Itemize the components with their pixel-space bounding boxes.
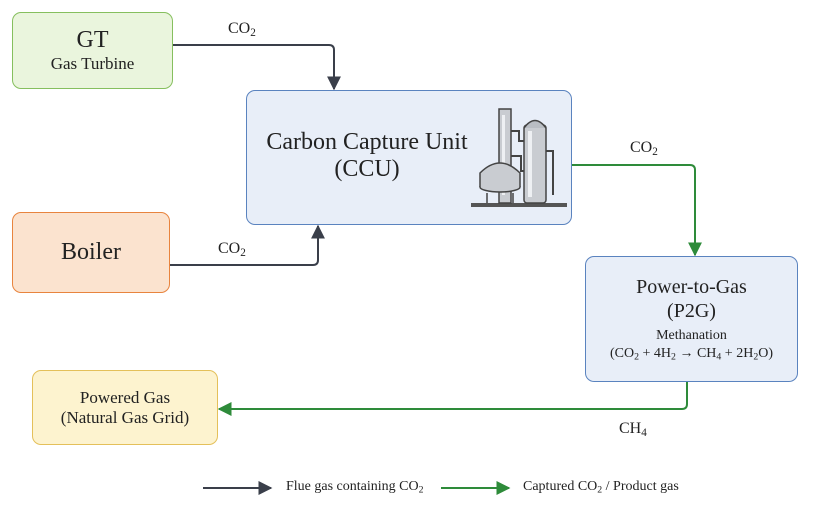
- powered-gas-subtitle: (Natural Gas Grid): [60, 407, 190, 427]
- edge-label-gt-ccu: CO2: [228, 20, 256, 39]
- gas-turbine-node: GT Gas Turbine: [12, 12, 173, 89]
- legend-captured-label: Captured CO2 / Product gas: [523, 479, 679, 496]
- p2g-process: Methanation: [656, 328, 727, 343]
- ccu-node: Carbon Capture Unit (CCU): [246, 90, 572, 225]
- edge-label-boiler-ccu: CO2: [218, 240, 246, 259]
- arrow-boiler-to-ccu: [170, 224, 325, 266]
- arrow-gt-to-ccu: [173, 44, 341, 91]
- industrial-plant-icon: [471, 108, 567, 207]
- p2g-title: Power-to-Gas: [636, 276, 747, 298]
- gt-title: GT: [76, 27, 109, 53]
- powered-gas-title: Powered Gas: [79, 387, 171, 407]
- legend-flue-label: Flue gas containing CO2: [286, 479, 424, 496]
- ccu-subtitle: (CCU): [334, 156, 400, 182]
- arrow-ccu-to-p2g: [572, 164, 702, 257]
- edge-label-ccu-p2g: CO2: [630, 139, 658, 158]
- powered-gas-node: Powered Gas (Natural Gas Grid): [32, 370, 218, 445]
- edge-label-p2g-powered-gas: CH4: [619, 420, 647, 439]
- arrow-p2g-to-powered-gas: [217, 382, 688, 416]
- boiler-node: Boiler: [12, 212, 170, 293]
- boiler-title: Boiler: [61, 239, 121, 265]
- ccu-title: Carbon Capture Unit: [266, 129, 468, 155]
- p2g-reaction: (CO2 + 4H2 → CH4 + 2H2O): [609, 346, 773, 363]
- gt-subtitle: Gas Turbine: [50, 54, 135, 73]
- power-to-gas-node: Power-to-Gas (P2G) Methanation (CO2 + 4H…: [585, 256, 798, 382]
- p2g-subtitle: (P2G): [667, 300, 716, 322]
